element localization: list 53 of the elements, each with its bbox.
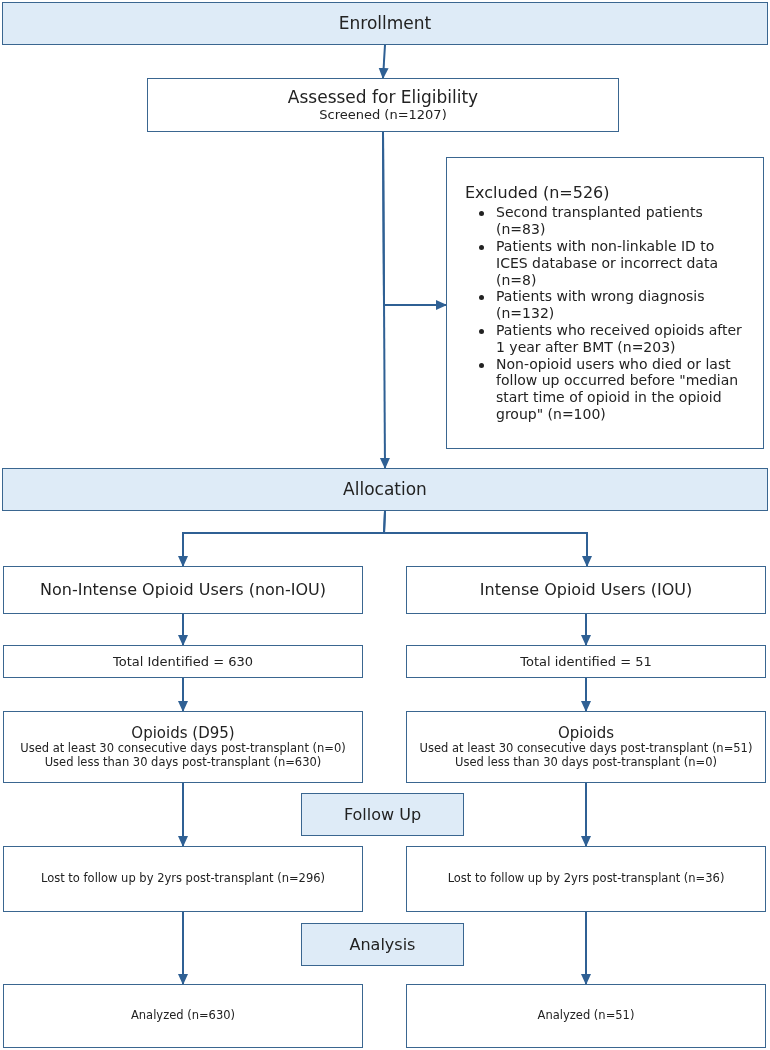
box-label: Allocation <box>343 479 427 500</box>
arrow <box>581 677 591 712</box>
box-label: Analysis <box>349 934 416 955</box>
stage-band <box>301 793 464 836</box>
exclusion-box <box>446 157 764 449</box>
box-label: Assessed for Eligibility <box>287 87 479 108</box>
arrow <box>581 613 591 646</box>
box-label: Analyzed (n=51) <box>537 1009 635 1023</box>
process-box <box>3 566 363 614</box>
box-detail: Used less than 30 days post-transplant (n=0) <box>455 756 717 770</box>
arrow <box>178 613 188 646</box>
box-label: Lost to follow up by 2yrs post-transplant (n=296) <box>40 872 326 886</box>
bullet-text: Patients with non-linkable ID to ICES database or incorrect data (n=8) <box>496 238 719 289</box>
process-box <box>406 566 766 614</box>
arrow <box>178 677 188 712</box>
bullet-text: Patients with wrong diagnosis (n=132) <box>496 288 706 322</box>
process-box <box>406 984 766 1048</box>
stage-band <box>2 2 768 45</box>
box-label: Intense Opioid Users (IOU) <box>479 580 693 600</box>
bullet-text: Non-opioid users who died or last follow up occurred before "median start time of opioid in the opioid group" (n=100) <box>496 355 740 423</box>
arrow <box>178 782 188 847</box>
arrow <box>382 131 447 310</box>
box-label: Enrollment <box>338 13 432 34</box>
box-label: Analyzed (n=630) <box>130 1009 236 1023</box>
stage-band <box>2 468 768 511</box>
box-label: Opioids <box>557 724 615 743</box>
arrow <box>581 911 591 985</box>
box-detail: Used less than 30 days post-transplant (n=630) <box>44 756 322 770</box>
box-detail: Used at least 30 consecutive days post-transplant (n=0) <box>20 742 346 756</box>
box-detail: Used at least 30 consecutive days post-transplant (n=51) <box>419 742 753 756</box>
process-box <box>3 846 363 912</box>
bullet-text: Patients who received opioids after 1 year after BMT (n=203) <box>496 322 743 356</box>
box-label: Total identified = 51 <box>520 653 652 670</box>
arrow <box>581 782 591 847</box>
box-label: Total Identified = 630 <box>113 653 253 670</box>
box-label: Lost to follow up by 2yrs post-transplant (n=36) <box>447 872 725 886</box>
box-label: Opioids (D95) <box>131 724 235 743</box>
process-box <box>3 984 363 1048</box>
box-heading: Excluded (n=526) <box>465 183 610 203</box>
process-box <box>406 711 766 783</box>
stage-band <box>301 923 464 966</box>
process-box <box>3 711 363 783</box>
arrow <box>178 911 188 985</box>
bullet-text: Second transplanted patients (n=83) <box>496 204 704 238</box>
process-box <box>3 645 363 678</box>
process-box <box>147 78 619 132</box>
process-box <box>406 846 766 912</box>
arrow <box>382 510 592 567</box>
process-box <box>406 645 766 678</box>
arrow <box>378 44 389 79</box>
box-label: Non-Intense Opioid Users (non-IOU) <box>40 580 326 600</box>
box-label: Follow Up <box>343 804 422 825</box>
box-detail: Screened (n=1207) <box>319 107 447 123</box>
